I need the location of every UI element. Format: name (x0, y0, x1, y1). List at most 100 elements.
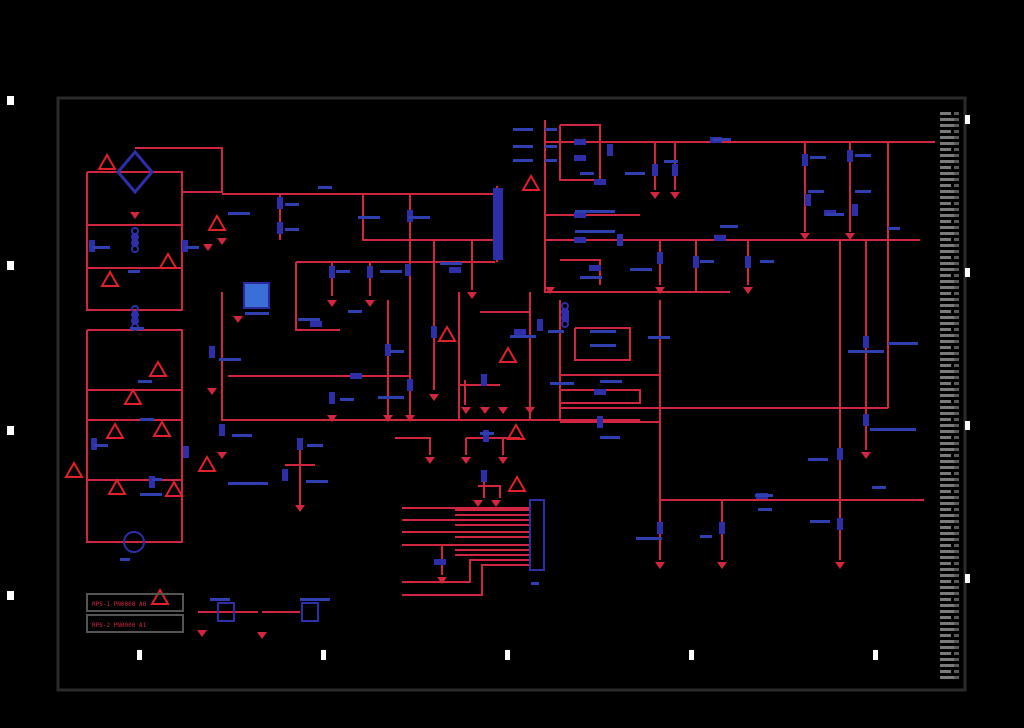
column-marker (321, 650, 326, 660)
bom-line (940, 202, 951, 205)
bom-line (954, 232, 959, 235)
ground-arrow (835, 562, 845, 569)
ground-arrow (525, 407, 535, 414)
ground-arrow (743, 287, 753, 294)
bom-line (954, 136, 959, 139)
component-label (378, 396, 404, 399)
bom-line (940, 190, 957, 193)
warning-triangle (506, 422, 526, 440)
warning-triangle (521, 173, 541, 191)
bom-line (940, 646, 954, 649)
component-label (232, 434, 252, 437)
bom-line (954, 622, 959, 625)
left-edge-markers (7, 96, 14, 600)
bom-line (954, 226, 959, 229)
bom-line (940, 658, 957, 661)
bom-line (954, 676, 959, 679)
bom-line (940, 142, 954, 145)
bom-line (954, 670, 959, 673)
component-glyph (277, 222, 283, 234)
component-label (480, 432, 494, 435)
bom-line (940, 616, 951, 619)
bom-line (954, 466, 959, 469)
component-glyph (481, 470, 487, 482)
ground-symbols (130, 192, 871, 639)
bom-line (940, 292, 951, 295)
bom-line (954, 484, 959, 487)
component-glyph (310, 321, 322, 327)
bom-line (940, 316, 957, 319)
bom-line (954, 124, 959, 127)
bom-line (940, 610, 954, 613)
bom-line (954, 628, 959, 631)
component-glyph (405, 264, 411, 276)
components (89, 137, 869, 622)
bom-line (940, 676, 957, 679)
component-label (440, 262, 462, 265)
bom-line (954, 532, 959, 535)
bom-line (954, 154, 959, 157)
component-label (285, 203, 299, 206)
bom-line (954, 256, 959, 259)
bom-line (954, 658, 959, 661)
component-glyph (574, 139, 586, 145)
ground-arrow (327, 415, 337, 422)
component-label (580, 172, 594, 175)
bom-line (940, 244, 957, 247)
bom-line (940, 136, 957, 139)
ground-arrow (491, 500, 501, 507)
edge-marker (965, 268, 970, 277)
component-label (600, 436, 620, 439)
bom-line (940, 592, 954, 595)
bom-line (940, 166, 951, 169)
ground-arrow (800, 233, 810, 240)
component-glyph (329, 266, 335, 278)
component-label (888, 342, 918, 345)
bom-line (954, 556, 959, 559)
bom-line (940, 208, 957, 211)
bom-line (954, 412, 959, 415)
component-label (855, 154, 871, 157)
ground-arrow (498, 407, 508, 414)
component-glyph (209, 346, 215, 358)
bom-line (954, 250, 959, 253)
bom-line (954, 298, 959, 301)
edge-marker (7, 261, 14, 270)
bom-line (954, 616, 959, 619)
bom-line (940, 376, 954, 379)
bom-line (940, 340, 954, 343)
component-label (513, 128, 533, 131)
bom-line (940, 334, 957, 337)
bom-line (940, 124, 954, 127)
ground-arrow (203, 244, 213, 251)
bom-line (954, 514, 959, 517)
ground-arrow (233, 316, 243, 323)
bom-line (940, 430, 954, 433)
bom-line (940, 526, 951, 529)
ground-arrow (429, 394, 439, 401)
bom-line (954, 244, 959, 247)
component-label (590, 330, 616, 333)
right-edge-markers (965, 115, 970, 583)
component-label (336, 270, 350, 273)
component-glyph (693, 256, 699, 268)
bom-line (954, 166, 959, 169)
ground-arrow (461, 457, 471, 464)
bom-line (954, 496, 959, 499)
component-glyph (149, 476, 155, 488)
edge-marker (7, 591, 14, 600)
component-glyph (805, 194, 811, 206)
bom-line (940, 652, 951, 655)
edge-marker (965, 115, 970, 124)
component-label (138, 380, 152, 383)
warning-triangle (437, 324, 457, 342)
bom-line (940, 112, 951, 115)
ground-arrow (217, 238, 227, 245)
bom-line (954, 454, 959, 457)
bom-line (954, 340, 959, 343)
bom-line (954, 376, 959, 379)
component-glyph (863, 336, 869, 348)
component-glyph (483, 430, 489, 442)
ground-arrow (207, 388, 217, 395)
